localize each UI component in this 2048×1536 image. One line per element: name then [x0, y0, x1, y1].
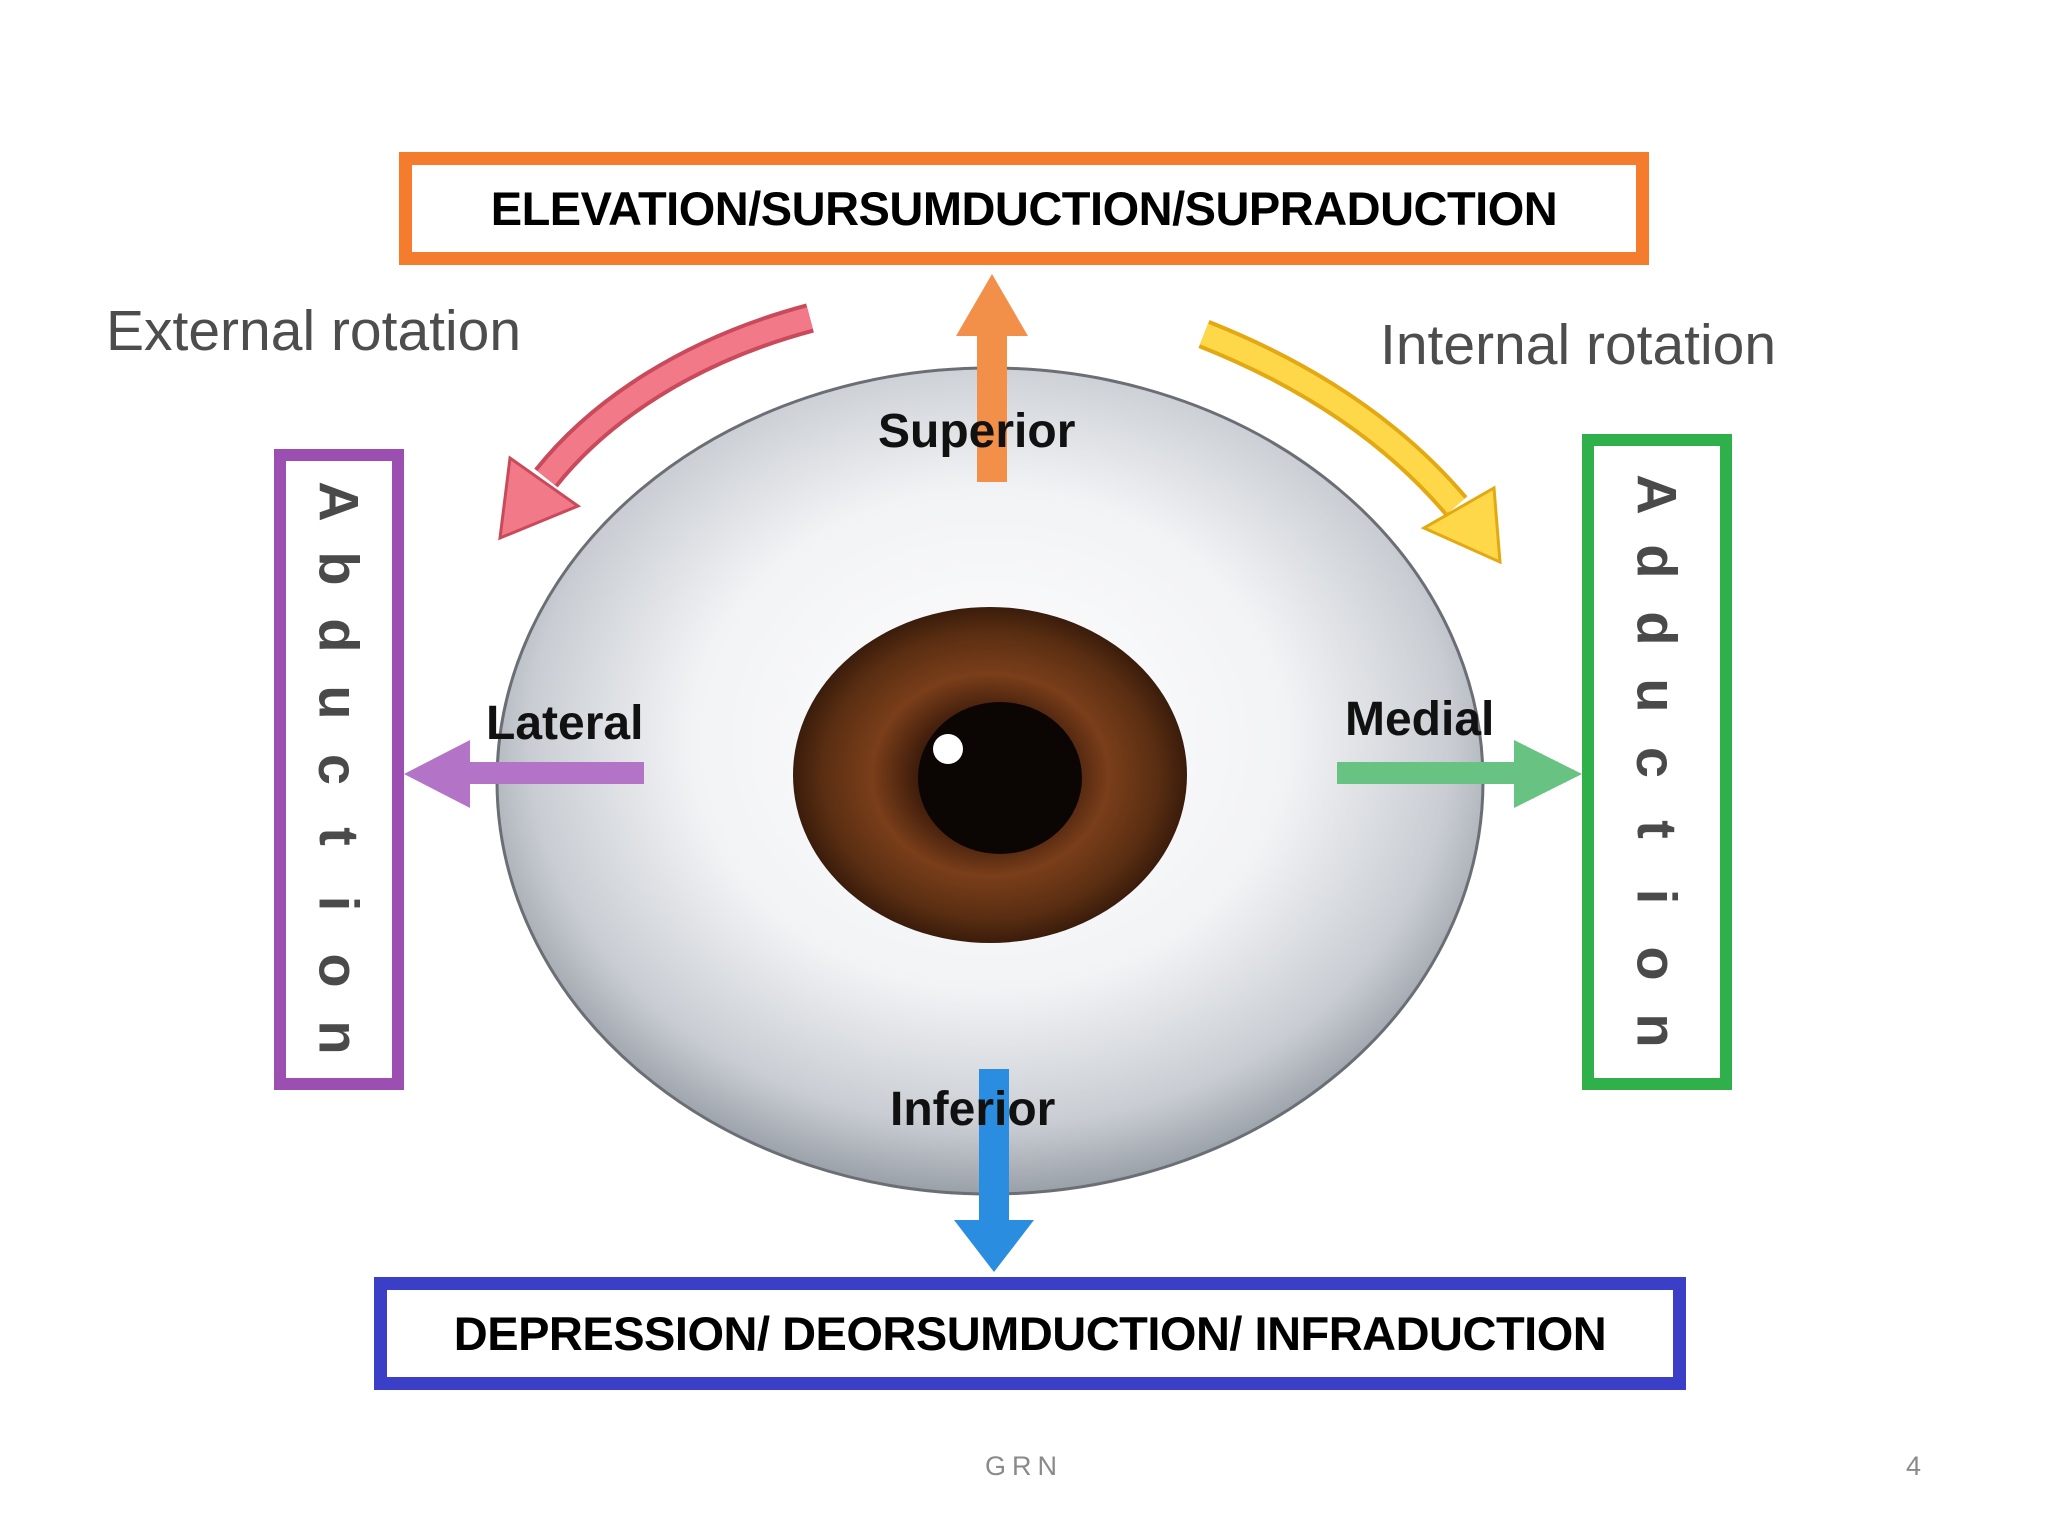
- inferior-arrow: [954, 1069, 1034, 1272]
- abduction-letter: c: [307, 753, 371, 786]
- elevation-label: ELEVATION/SURSUMDUCTION/SUPRADUCTION: [490, 182, 1558, 235]
- adduction-letter: n: [1625, 1012, 1689, 1048]
- adduction-letter: d: [1625, 610, 1689, 646]
- superior-label: Superior: [878, 405, 1076, 458]
- internal-rotation-label: Internal rotation: [1380, 313, 1777, 377]
- page-number: 4: [1906, 1451, 1922, 1481]
- lateral-label: Lateral: [486, 697, 644, 750]
- adduction-letter: o: [1625, 945, 1689, 981]
- footer-author: GRN: [985, 1451, 1063, 1481]
- adduction-letter: i: [1625, 888, 1689, 904]
- internal-rotation-arrow: [1198, 320, 1502, 565]
- adduction-letter: u: [1625, 677, 1689, 713]
- pupil: [918, 702, 1082, 854]
- external-rotation-label: External rotation: [106, 299, 522, 363]
- adduction-letter: A: [1625, 473, 1689, 515]
- pupil-highlight: [933, 734, 963, 764]
- inferior-label: Inferior: [890, 1083, 1056, 1136]
- abduction-letter: u: [307, 685, 371, 720]
- adduction-letter: c: [1625, 746, 1689, 778]
- abduction-letter: b: [307, 551, 371, 586]
- adduction-letter: d: [1625, 543, 1689, 579]
- abduction-letter: t: [307, 827, 371, 846]
- abduction-letter: d: [307, 618, 371, 653]
- abduction-letter: o: [307, 953, 371, 988]
- abduction-letter: n: [307, 1020, 371, 1055]
- lateral-arrow: [404, 740, 644, 808]
- medial-label: Medial: [1345, 693, 1495, 746]
- adduction-letter: t: [1625, 819, 1689, 839]
- superior-arrow: [956, 274, 1028, 482]
- depression-label: DEPRESSION/ DEORSUMDUCTION/ INFRADUCTION: [453, 1307, 1607, 1360]
- abduction-box: A b d u c t i o n: [274, 449, 404, 1090]
- elevation-box: ELEVATION/SURSUMDUCTION/SUPRADUCTION: [399, 152, 1649, 265]
- depression-box: DEPRESSION/ DEORSUMDUCTION/ INFRADUCTION: [374, 1277, 1686, 1390]
- abduction-letter: A: [307, 481, 371, 522]
- medial-arrow: [1337, 740, 1582, 808]
- adduction-box: A d d u c t i o n: [1582, 434, 1732, 1090]
- abduction-letter: i: [307, 895, 371, 912]
- external-rotation-arrow: [498, 303, 814, 541]
